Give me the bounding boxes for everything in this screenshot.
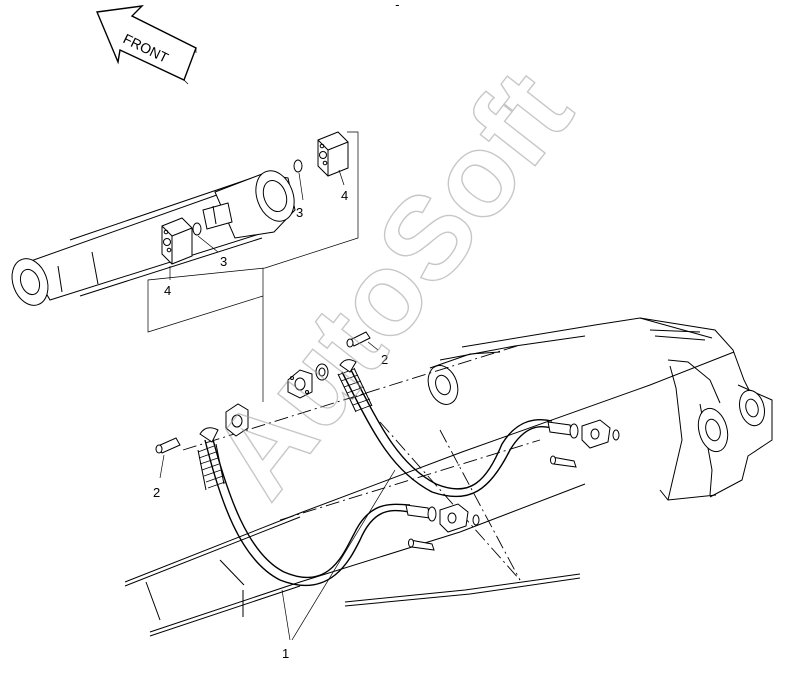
front-direction-arrow: FRONT	[96, 5, 197, 85]
top-mark: ¯-	[387, 0, 400, 12]
boom-structure	[124, 317, 773, 637]
hose-spring-guard-right	[337, 367, 373, 413]
hose-fitting-upper	[547, 419, 620, 468]
hose-end-fittings-top	[225, 363, 329, 437]
callout-2-left: 2	[153, 485, 160, 500]
callout-3-left: 3	[220, 254, 227, 269]
leader-brackets	[147, 131, 359, 333]
callout-2-right: 2	[381, 352, 388, 367]
hose-spring-guard-left	[197, 443, 226, 491]
bolt-right	[346, 331, 379, 351]
hose-fitting-lower	[405, 503, 480, 551]
callout-4-right: 4	[341, 188, 348, 203]
flange-left	[161, 217, 193, 265]
hydraulic-cylinder	[11, 170, 296, 306]
hose-assembly	[197, 359, 620, 641]
bolt-left	[155, 437, 181, 479]
callout-4-left: 4	[164, 283, 171, 298]
front-label: FRONT	[121, 30, 172, 66]
flange-right	[317, 131, 349, 177]
callout-1: 1	[282, 646, 289, 661]
callout-3-right: 3	[296, 205, 303, 220]
oring-left	[192, 222, 202, 236]
watermark: AutoSoft	[186, 47, 597, 521]
oring-right	[293, 159, 303, 173]
